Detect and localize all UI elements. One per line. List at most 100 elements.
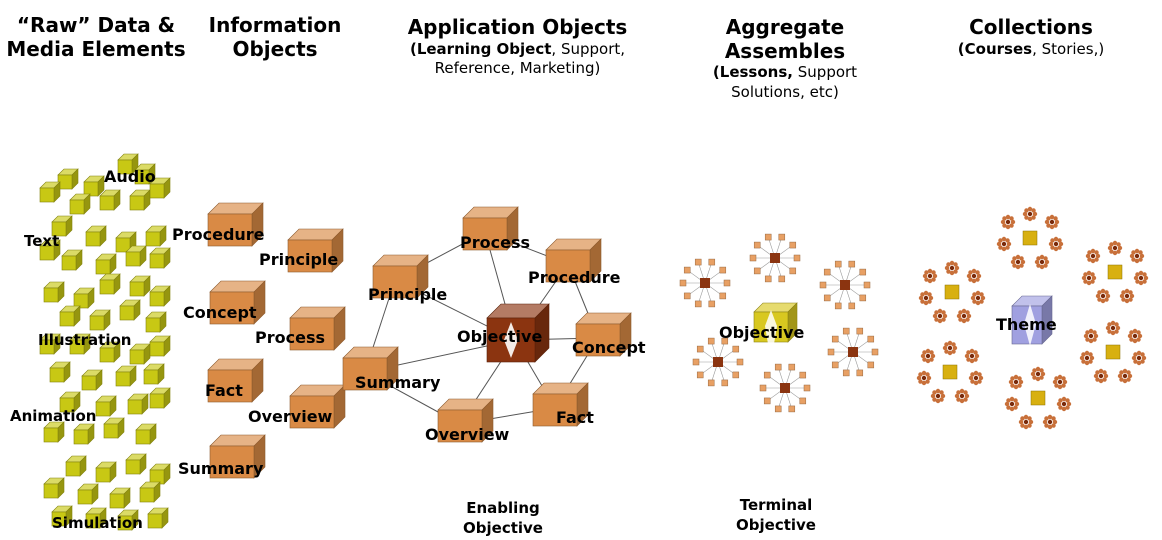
label-app-objective: Objective [457, 327, 542, 346]
course-cluster [918, 260, 986, 324]
raw-media-cube [77, 483, 99, 505]
raw-media-cube [143, 363, 165, 385]
raw-media-cube [95, 395, 117, 417]
course-cluster [916, 340, 984, 404]
raw-media-cube [125, 453, 147, 475]
application-objects-subtitle: (Learning Object, Support, Reference, Ma… [385, 40, 650, 80]
label-theme: Theme [996, 315, 1057, 334]
raw-media-cube [95, 461, 117, 483]
aggregate-assembles-subtitle: (Lessons, Support Solutions, etc) [680, 63, 890, 103]
mini-flower [1129, 248, 1145, 264]
raw-media-cube [135, 423, 157, 445]
mini-flower [916, 370, 932, 386]
raw-media-cube [129, 343, 151, 365]
raw-media-cube [145, 311, 167, 333]
raw-media-cube [103, 417, 125, 439]
mini-flower [1048, 236, 1064, 252]
raw-media-cube [43, 281, 65, 303]
label-app-overview: Overview [425, 425, 510, 444]
raw-media-cube [43, 421, 65, 443]
label-agg-objective: Objective [719, 323, 804, 342]
application-object-cube [437, 398, 494, 443]
raw-media-cube [57, 168, 79, 190]
application-object-cube [462, 206, 519, 251]
course-cluster [1004, 366, 1072, 430]
mini-flower [1085, 248, 1101, 264]
information-object-cube [209, 434, 266, 479]
raw-media-cube [99, 273, 121, 295]
lesson-cluster [819, 260, 871, 310]
column-header-collections: Collections (Courses, Stories,) [900, 15, 1162, 59]
mini-flower [954, 388, 970, 404]
raw-media-cube [125, 245, 147, 267]
label-terminal-objective-line1: Terminal [740, 496, 813, 514]
mini-flower [1081, 270, 1097, 286]
raw-media-cube [149, 463, 171, 485]
information-object-cube [287, 228, 344, 273]
raw-media-cube [39, 333, 61, 355]
collections-subtitle-rest: , Stories,) [1032, 39, 1105, 58]
raw-media-cube-cluster [39, 153, 171, 531]
label-app-procedure: Procedure [528, 268, 621, 287]
mini-flower [996, 236, 1012, 252]
raw-media-cube [49, 361, 71, 383]
application-object-cube [372, 254, 429, 299]
application-objects-subtitle-rest: , Support, Reference, Marketing) [434, 39, 626, 78]
raw-media-cube [119, 299, 141, 321]
mini-flower [1004, 396, 1020, 412]
application-object-cubes [342, 206, 632, 443]
course-cluster [1081, 240, 1149, 304]
mini-flower [1107, 240, 1123, 256]
column-header-information-objects: Information Objects [180, 13, 370, 61]
course-cluster [996, 206, 1064, 270]
raw-media-cube [149, 177, 171, 199]
label-app-fact: Fact [556, 408, 594, 427]
mini-flower [968, 370, 984, 386]
raw-media-cube [99, 189, 121, 211]
aggregate-diamond [765, 310, 777, 362]
information-object-cube [209, 280, 266, 325]
raw-media-cube [89, 309, 111, 331]
raw-media-labels: Audio Text Illustration Animation Simula… [10, 167, 156, 532]
mini-flower [1010, 254, 1026, 270]
label-illustration: Illustration [38, 331, 131, 349]
mini-flower [1117, 368, 1133, 384]
mini-flower [1119, 288, 1135, 304]
mini-flower [1105, 320, 1121, 336]
collections-labels: Theme [996, 315, 1057, 334]
application-object-labels: Process Procedure Principle Concept Summ… [355, 233, 646, 537]
mini-flower [1095, 288, 1111, 304]
label-app-process: Process [460, 233, 530, 252]
mini-flower [964, 348, 980, 364]
raw-data-title: “Raw” Data & Media Elements [6, 13, 186, 61]
label-fact: Fact [205, 381, 243, 400]
course-cluster [1079, 320, 1147, 384]
raw-media-cube [85, 507, 107, 529]
label-audio: Audio [104, 167, 156, 186]
label-app-principle: Principle [368, 285, 447, 304]
mini-flower [920, 348, 936, 364]
raw-media-cube [59, 305, 81, 327]
aggregate-assembles-subtitle-bold: (Lessons, [712, 63, 793, 82]
aggregate-assembles-subtitle-rest: Support Solutions, etc) [731, 63, 858, 101]
application-objects-title: Application Objects [407, 15, 628, 39]
label-overview: Overview [248, 407, 333, 426]
mini-flower [1030, 366, 1046, 382]
raw-media-cube [51, 505, 73, 527]
lesson-cluster [759, 363, 811, 413]
raw-media-cube [149, 247, 171, 269]
mini-flower [1000, 214, 1016, 230]
raw-media-cube [134, 163, 156, 185]
mini-flower [944, 260, 960, 276]
mini-flower [966, 268, 982, 284]
aggregate-labels: Objective Terminal Objective [719, 323, 816, 534]
raw-media-cube [73, 423, 95, 445]
lesson-cluster [679, 258, 731, 308]
information-object-cubes [207, 202, 346, 479]
mini-flower [1093, 368, 1109, 384]
application-objects-subtitle-bold: (Learning Object [409, 39, 552, 58]
information-objects-title: Information Objects [208, 13, 342, 61]
mini-flower [1083, 328, 1099, 344]
raw-media-cube [149, 285, 171, 307]
